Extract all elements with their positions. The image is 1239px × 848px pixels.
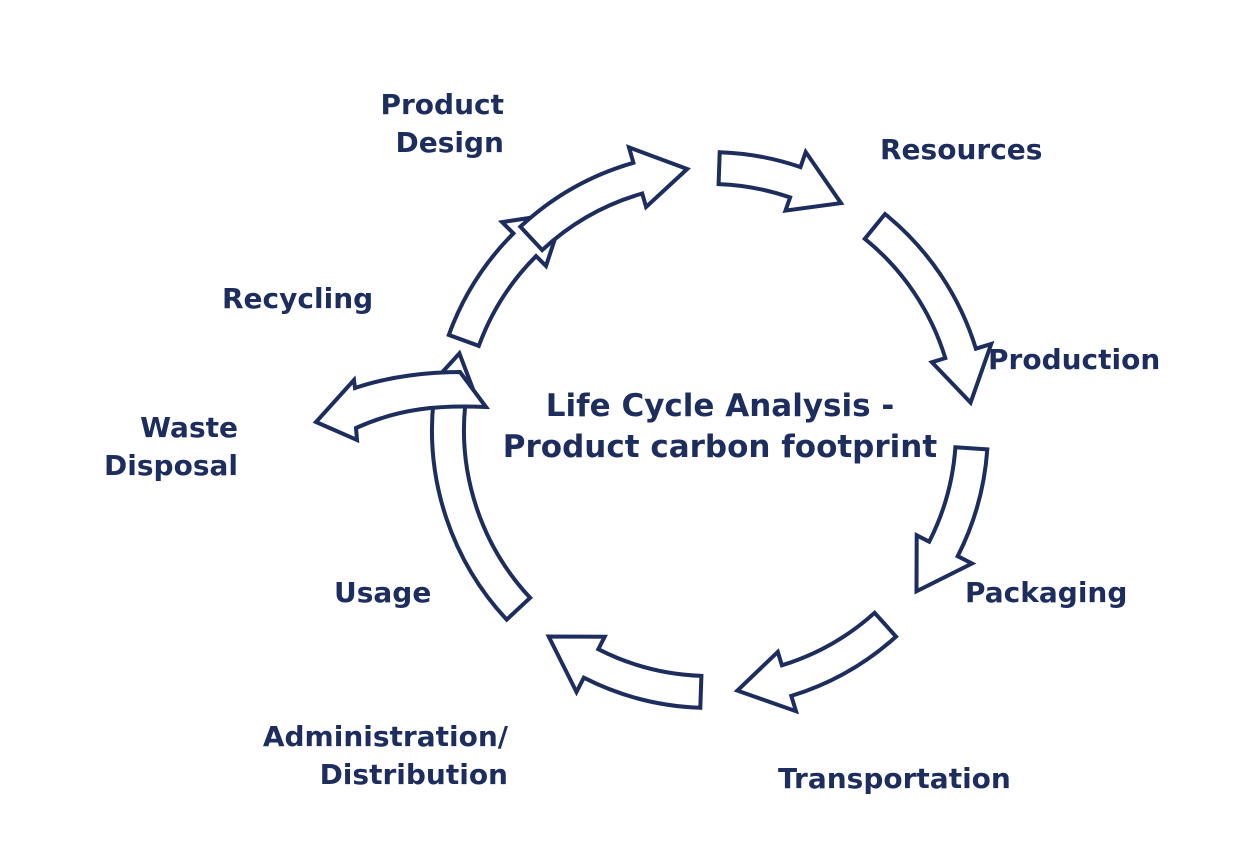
label-recycling: Recycling xyxy=(222,282,374,315)
label-packaging: Packaging xyxy=(965,576,1128,609)
label-waste-disposal: Waste Disposal xyxy=(104,411,238,482)
cycle-arrows xyxy=(413,144,995,715)
cycle-arrow-packaging-to-transportation xyxy=(914,445,990,595)
label-transportation: Transportation xyxy=(778,762,1011,795)
cycle-arrow-resources-to-production xyxy=(716,147,845,214)
diagram-title: Life Cycle Analysis - Product carbon foo… xyxy=(502,388,938,465)
cycle-arrow-usage-to-recycling xyxy=(413,349,533,623)
cycle-arrow-design-to-resources xyxy=(517,144,691,253)
label-production: Production xyxy=(988,343,1161,376)
branch-arrow-waste-disposal xyxy=(312,369,491,444)
cycle-arrow-transportation-to-distribution xyxy=(733,609,899,715)
cycle-arrow-distribution-to-usage xyxy=(545,634,704,710)
cycle-arrow-production-to-packaging xyxy=(861,211,995,407)
label-usage: Usage xyxy=(334,576,432,609)
label-product-design: Product Design xyxy=(380,88,504,159)
label-administration-distribution: Administration/ Distribution xyxy=(262,720,508,791)
label-resources: Resources xyxy=(880,133,1043,166)
